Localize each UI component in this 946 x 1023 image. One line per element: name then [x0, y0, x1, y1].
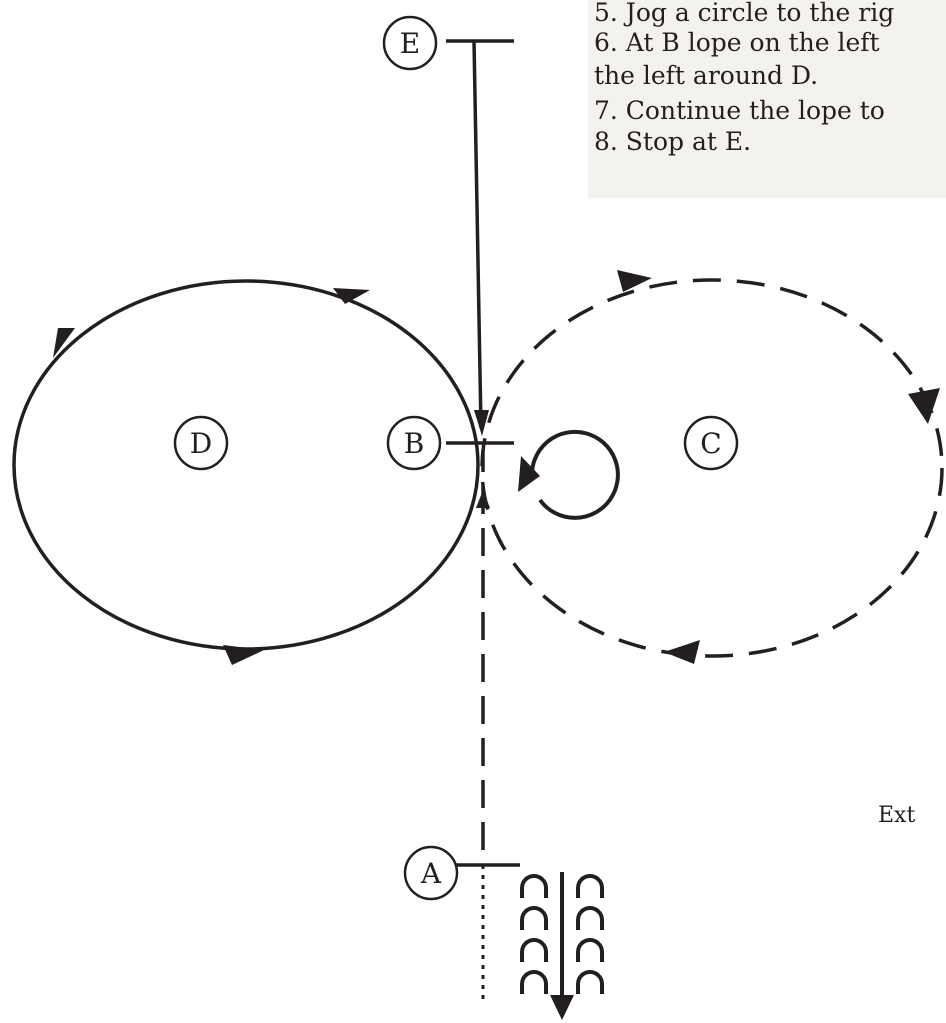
arrowhead-c-right: [908, 388, 940, 424]
arrowhead-a-to-b: [476, 490, 490, 508]
marker-e: E: [382, 15, 438, 71]
arrowhead-d-bottom: [223, 645, 264, 665]
marker-a: A: [403, 845, 459, 901]
marker-c: C: [683, 415, 739, 471]
arrowhead-spin: [518, 456, 540, 492]
marker-c-label: C: [700, 427, 721, 460]
right-circle-path-c: [480, 278, 944, 658]
arrowhead-d-left: [53, 328, 75, 358]
instruction-step-6-continued: the left around D.: [594, 61, 819, 90]
marker-e-label: E: [400, 27, 420, 60]
spin-circle-path: [529, 429, 620, 520]
instruction-step-7: 7. Continue the lope to: [594, 96, 885, 125]
marker-b: B: [386, 415, 442, 471]
instruction-step-5: 5. Jog a circle to the rig: [594, 0, 895, 27]
marker-a-label: A: [420, 857, 442, 890]
instruction-step-6: 6. At B lope on the left: [594, 28, 880, 57]
marker-d: D: [173, 415, 229, 471]
marker-d-label: D: [190, 427, 212, 460]
arrowhead-e-to-b: [474, 410, 489, 436]
e-to-b-path: [472, 40, 483, 429]
arrowhead-c-bottom: [664, 640, 700, 664]
instruction-step-8: 8. Stop at E.: [594, 127, 752, 156]
pattern-instructions: 5. Jog a circle to the rig 6. At B lope …: [588, 0, 946, 198]
side-note-text: Ext: [878, 803, 916, 828]
arrowhead-d-top: [333, 288, 370, 304]
back-up-path: [520, 872, 604, 1020]
marker-b-label: B: [404, 427, 425, 460]
arrowhead-c-top: [617, 270, 652, 292]
